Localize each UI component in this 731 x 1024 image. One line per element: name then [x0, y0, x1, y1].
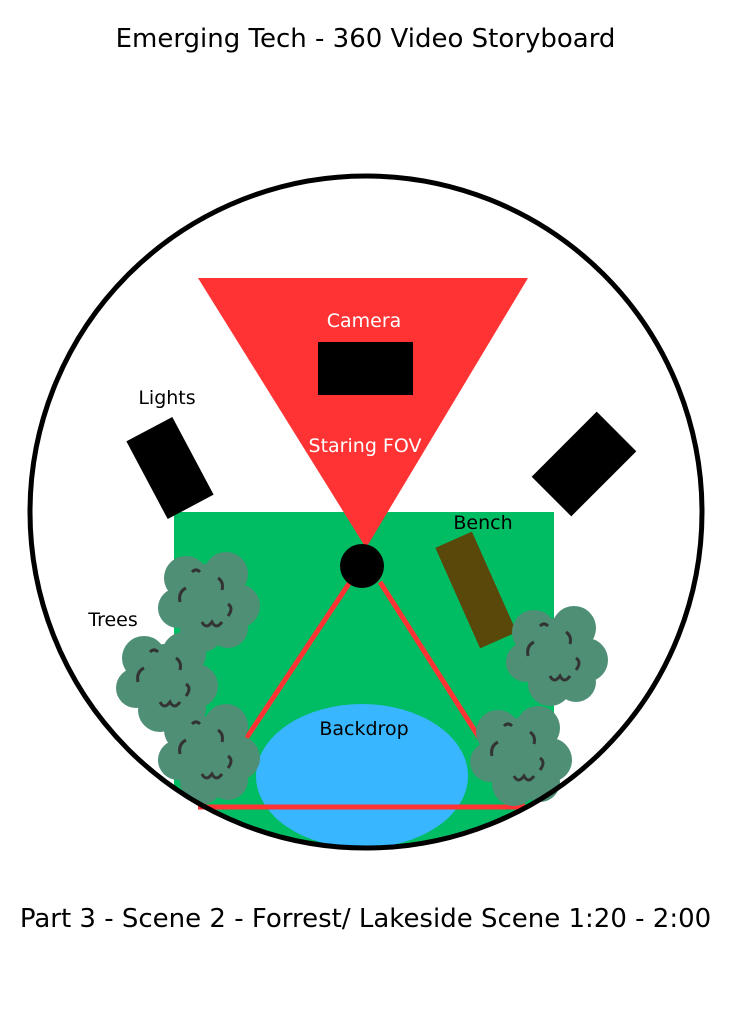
360-boundary-circle	[27, 173, 705, 851]
scene-caption: Part 3 - Scene 2 - Forrest/ Lakeside Sce…	[19, 904, 712, 934]
backdrop-label: Backdrop	[319, 718, 408, 740]
light-right-icon	[531, 411, 637, 517]
bench-label: Bench	[453, 512, 512, 534]
staring-fov-cone	[198, 278, 528, 548]
camera-label: Camera	[327, 310, 402, 332]
fov-label: Staring FOV	[309, 435, 422, 457]
lights-label: Lights	[138, 387, 195, 409]
bench-icon	[435, 531, 517, 649]
page-title: Emerging Tech - 360 Video Storyboard	[115, 24, 616, 54]
light-left-icon	[126, 416, 214, 520]
camera-position-marker	[340, 544, 384, 588]
camera-icon	[318, 342, 413, 395]
trees-label: Trees	[87, 609, 138, 631]
backdrop-lake	[256, 704, 468, 848]
